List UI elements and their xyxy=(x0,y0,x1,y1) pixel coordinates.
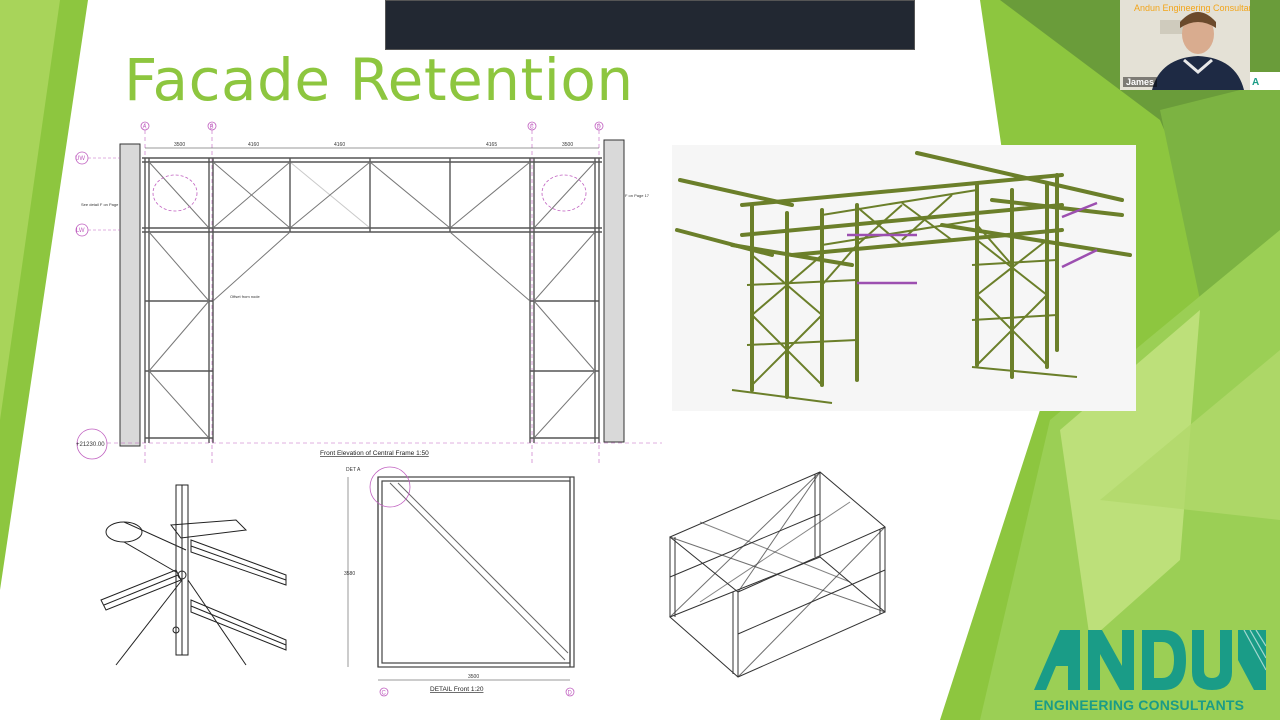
note-right: F on Page 17 xyxy=(625,193,650,198)
front-elevation-drawing: A B C D 3500 4160 4160 4165 3500 xyxy=(75,121,662,463)
dim-3: 4160 xyxy=(334,142,345,148)
note-offset: Offset from node xyxy=(230,294,260,299)
facade-retention-3d-model xyxy=(672,145,1136,411)
elevation-caption: Front Elevation of Central Frame 1:50 xyxy=(320,450,429,457)
detail-caption: DETAIL Front 1:20 xyxy=(430,686,484,693)
detail-grid-c: C xyxy=(382,691,387,697)
andun-mini-logo: A xyxy=(1250,72,1280,90)
logo-tagline: ENGINEERING CONSULTANTS xyxy=(1034,697,1245,713)
svg-text:A: A xyxy=(1252,77,1259,88)
grid-label-c: C xyxy=(530,125,535,131)
note-left: See detail F on Page xyxy=(81,202,119,207)
dim-1: 3500 xyxy=(174,142,185,148)
grid-label-b: B xyxy=(210,125,214,131)
level-lw: LW xyxy=(76,228,85,234)
detail-grid-d: D xyxy=(568,691,573,697)
detail-dim-bottom: 3500 xyxy=(468,674,479,680)
detail-front-drawing: DET A 3580 3500 C D DETAIL Front 1:20 xyxy=(344,466,575,697)
dim-5: 3500 xyxy=(562,142,573,148)
level-uw: UW xyxy=(75,156,85,162)
grid-label-a: A xyxy=(143,125,147,131)
isometric-frame-sketch xyxy=(669,471,886,678)
slide-title: Facade Retention xyxy=(124,46,634,114)
presenter-avatar xyxy=(1120,0,1250,90)
presenter-video-thumbnail[interactable]: Andun Engineering Consultants James xyxy=(1120,0,1250,90)
dim-4: 4165 xyxy=(486,142,497,148)
video-firm-name: Andun Engineering Consultants xyxy=(1134,3,1250,13)
participant-name: James xyxy=(1123,77,1158,87)
grid-label-d: D xyxy=(597,125,602,131)
detail-marker: DET A xyxy=(346,467,361,473)
connection-node-sketch xyxy=(100,484,287,666)
andun-logo xyxy=(1034,630,1266,690)
screen-share-banner xyxy=(385,0,915,50)
dim-2: 4160 xyxy=(248,142,259,148)
detail-dim-side: 3580 xyxy=(344,571,355,577)
level-bottom: +21230.00 xyxy=(76,442,105,448)
